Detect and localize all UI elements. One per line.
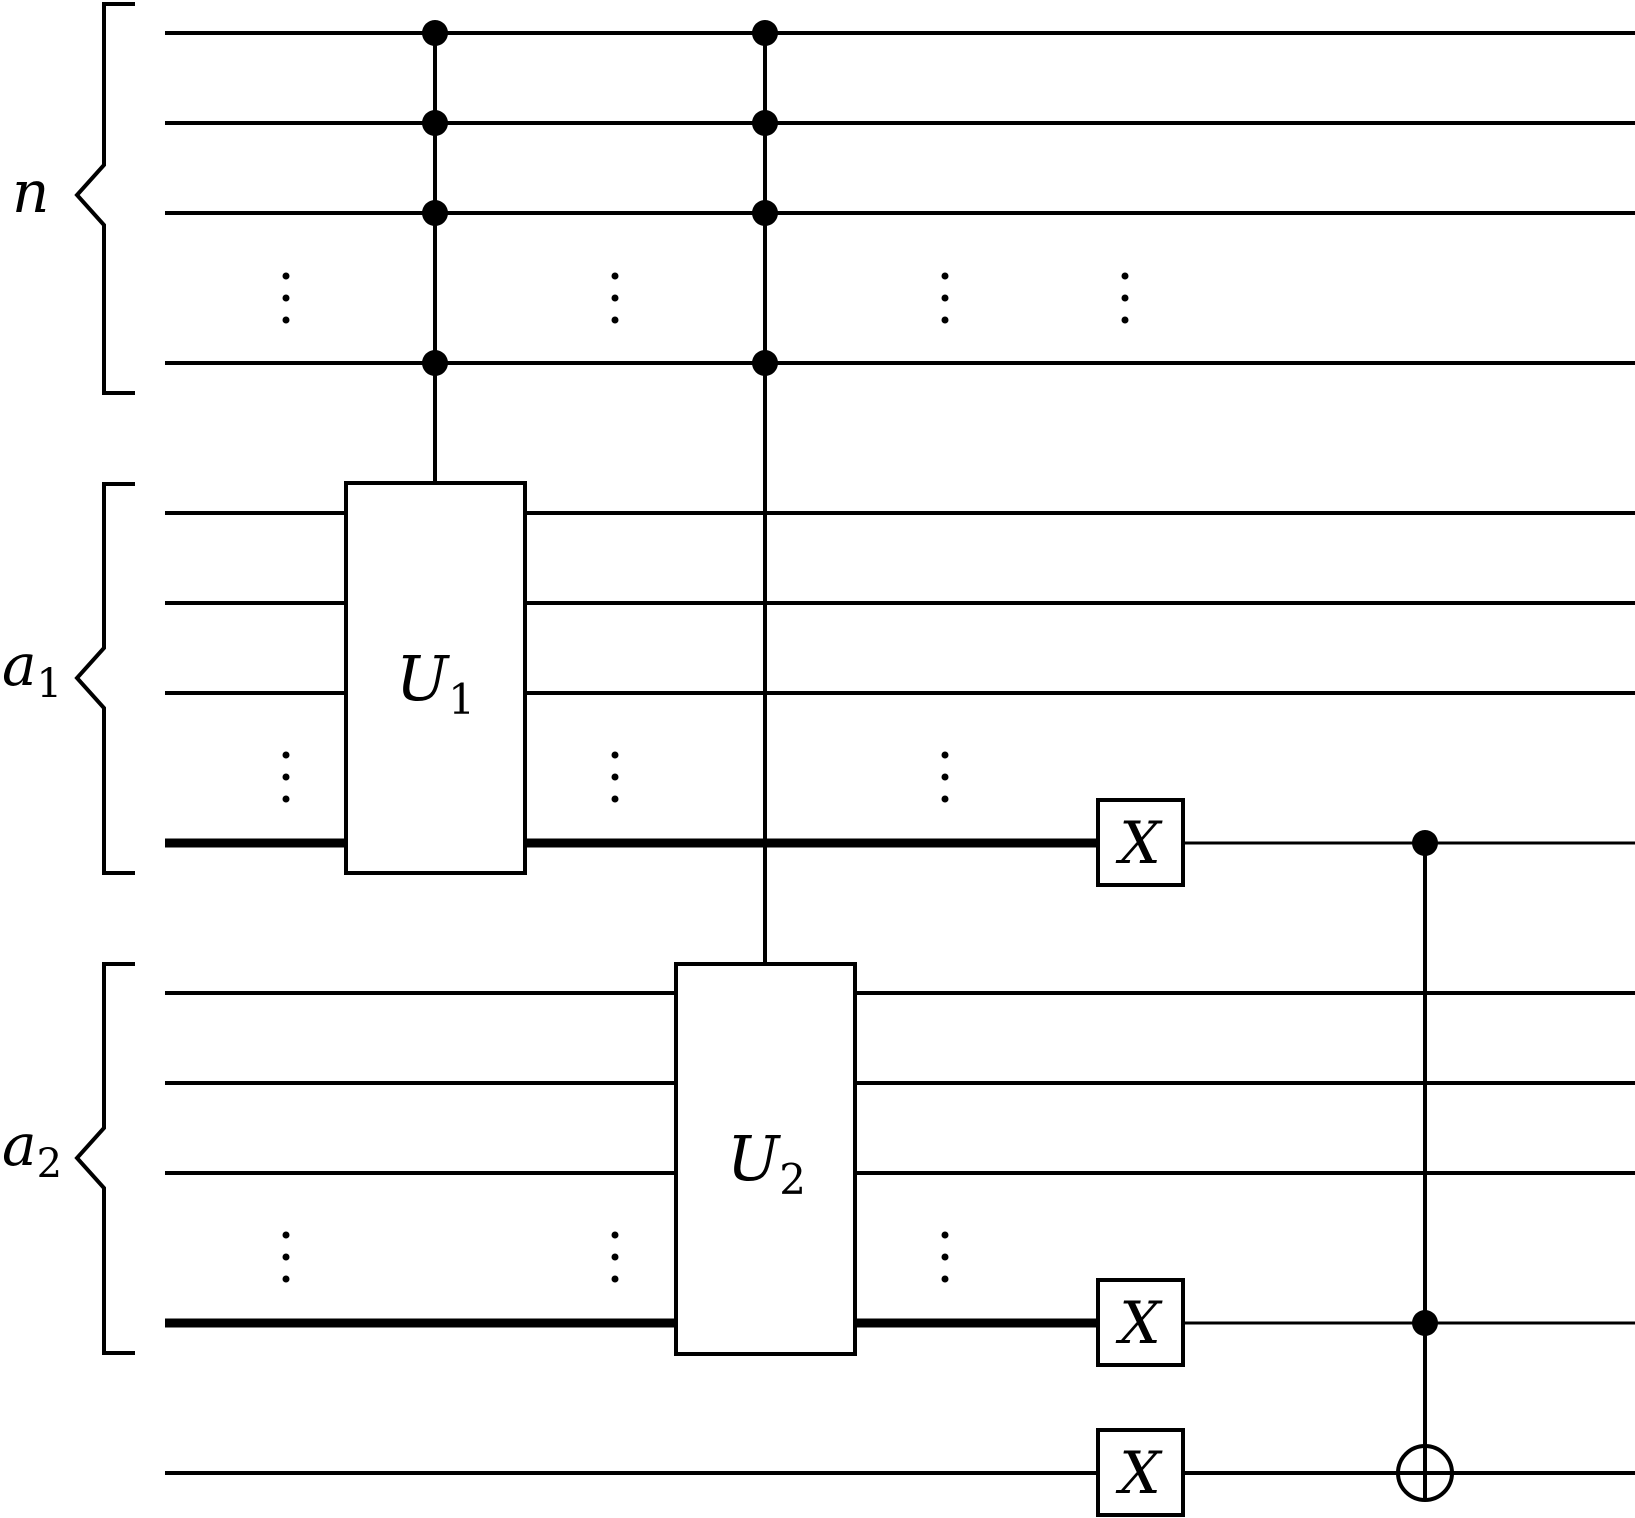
gate-x-label: X bbox=[1115, 1289, 1163, 1357]
gate-u1-symbol: U bbox=[396, 642, 450, 715]
gate-x-a1: X bbox=[1096, 798, 1185, 887]
vertical-ellipsis bbox=[941, 751, 949, 803]
register-a1-subscript: 1 bbox=[37, 661, 62, 707]
bracket-n bbox=[74, 2, 135, 395]
gate-x-output: X bbox=[1096, 1428, 1185, 1517]
control-dot bbox=[752, 20, 778, 46]
control-dot bbox=[752, 200, 778, 226]
gate-u1-label: U1 bbox=[396, 642, 475, 724]
gate-x-label: X bbox=[1115, 809, 1163, 877]
vertical-ellipsis bbox=[282, 1231, 290, 1283]
register-a2-wires bbox=[165, 991, 1635, 1328]
bracket-a2 bbox=[74, 962, 135, 1355]
register-label-a2: a2 bbox=[2, 1111, 62, 1187]
register-a2-symbol: a bbox=[2, 1111, 37, 1179]
gate-u2-subscript: 2 bbox=[779, 1155, 806, 1204]
control-dot bbox=[422, 350, 448, 376]
gate-u2-symbol: U bbox=[727, 1122, 781, 1195]
vertical-ellipsis bbox=[941, 272, 949, 324]
gate-x-label: X bbox=[1115, 1439, 1163, 1507]
gate-x-box bbox=[1096, 1428, 1185, 1517]
gate-x-a2: X bbox=[1096, 1278, 1185, 1367]
control-dot bbox=[422, 200, 448, 226]
control-dot bbox=[752, 350, 778, 376]
control-dot bbox=[422, 110, 448, 136]
vertical-ellipsis bbox=[941, 1231, 949, 1283]
register-a1-symbol: a bbox=[2, 631, 37, 699]
gate-x-box bbox=[1096, 1278, 1185, 1367]
register-label-a1: a1 bbox=[2, 631, 62, 707]
gate-u2-label: U2 bbox=[727, 1122, 806, 1204]
controlled-u1: U1 bbox=[344, 20, 527, 875]
gate-u1-subscript: 1 bbox=[448, 675, 475, 724]
bracket-a1 bbox=[74, 482, 135, 875]
control-dot bbox=[752, 110, 778, 136]
control-dot bbox=[1412, 1310, 1438, 1336]
register-n-wires bbox=[165, 31, 1635, 365]
toffoli-gate bbox=[1396, 830, 1454, 1502]
control-dot bbox=[1412, 830, 1438, 856]
controlled-u2: U2 bbox=[674, 20, 857, 1356]
register-label-n: n bbox=[12, 158, 49, 226]
control-dot bbox=[422, 20, 448, 46]
gate-u2-box bbox=[674, 962, 857, 1356]
gate-u1-box bbox=[344, 481, 527, 875]
ellipsis-group bbox=[282, 272, 1129, 1283]
vertical-ellipsis bbox=[611, 751, 619, 803]
register-a2-subscript: 2 bbox=[37, 1141, 62, 1187]
gate-x-box bbox=[1096, 798, 1185, 887]
register-n-symbol: n bbox=[12, 158, 49, 226]
vertical-ellipsis bbox=[611, 1231, 619, 1283]
vertical-ellipsis bbox=[611, 272, 619, 324]
vertical-ellipsis bbox=[282, 751, 290, 803]
vertical-ellipsis bbox=[1121, 272, 1129, 324]
vertical-ellipsis bbox=[282, 272, 290, 324]
